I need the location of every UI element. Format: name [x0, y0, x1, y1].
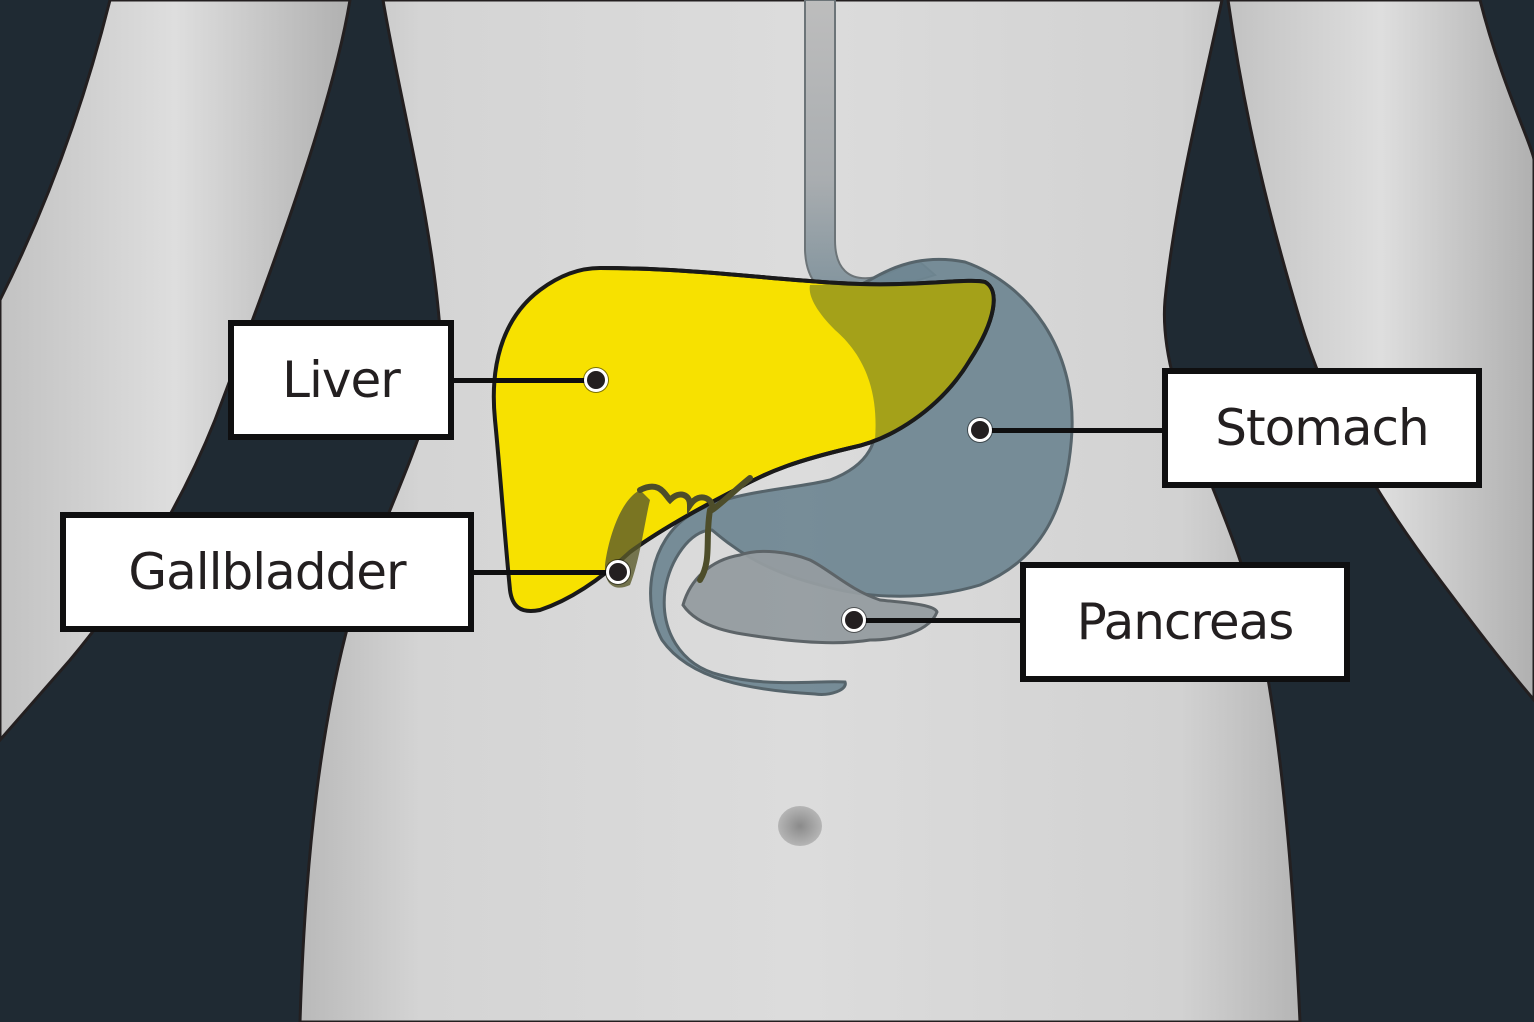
gallbladder-marker-dot[interactable]	[606, 560, 630, 584]
liver-marker-dot[interactable]	[584, 368, 608, 392]
liver-label-text: Liver	[282, 351, 401, 409]
gallbladder-leader-line	[470, 570, 618, 575]
liver-stomach-overlap	[809, 282, 994, 440]
bile-duct	[637, 475, 753, 583]
stomach-label[interactable]: Stomach	[1162, 368, 1482, 488]
gallbladder-label-text: Gallbladder	[128, 543, 406, 601]
pancreas-label-text: Pancreas	[1076, 593, 1295, 651]
stomach-leader-line	[980, 428, 1166, 433]
pancreas-leader-line	[854, 618, 1024, 623]
liver-leader-line	[452, 378, 596, 383]
stomach-label-text: Stomach	[1215, 399, 1429, 457]
pancreas-marker-dot[interactable]	[842, 608, 866, 632]
gallbladder-label[interactable]: Gallbladder	[60, 512, 474, 632]
navel	[778, 806, 822, 846]
liver-label[interactable]: Liver	[228, 320, 454, 440]
pancreas-label[interactable]: Pancreas	[1020, 562, 1350, 682]
right-arm	[1226, 0, 1534, 703]
stomach-marker-dot[interactable]	[968, 418, 992, 442]
